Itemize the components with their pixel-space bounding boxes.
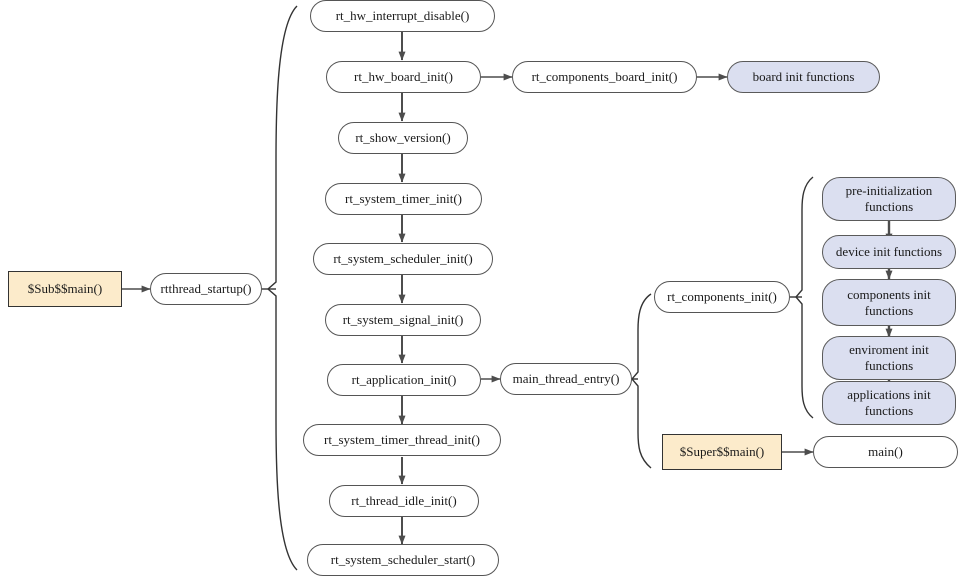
- node-rt-components-board-init[interactable]: rt_components_board_init(): [512, 61, 697, 93]
- node-rt-system-signal-init[interactable]: rt_system_signal_init(): [325, 304, 481, 336]
- node-rt-hw-board-init[interactable]: rt_hw_board_init(): [326, 61, 481, 93]
- node-stage-device-init-functions[interactable]: device init functions: [822, 235, 956, 269]
- brace-components-init: [795, 176, 814, 419]
- node-rt-hw-interrupt-disable[interactable]: rt_hw_interrupt_disable(): [310, 0, 495, 32]
- node-rt-system-timer-init[interactable]: rt_system_timer_init(): [325, 183, 482, 215]
- node-main[interactable]: main(): [813, 436, 958, 468]
- node-board-init-functions[interactable]: board init functions: [727, 61, 880, 93]
- node-rt-system-scheduler-start[interactable]: rt_system_scheduler_start(): [307, 544, 499, 576]
- node-stage-pre-initialization-functions[interactable]: pre-initialization functions: [822, 177, 956, 221]
- node-rt-application-init[interactable]: rt_application_init(): [327, 364, 481, 396]
- brace-main-thread-entry: [631, 293, 652, 469]
- node-stage-applications-init-functions[interactable]: applications init functions: [822, 381, 956, 425]
- node-rt-thread-idle-init[interactable]: rt_thread_idle_init(): [329, 485, 479, 517]
- node-super-main[interactable]: $Super$$main(): [662, 434, 782, 470]
- brace-startup-sequence: [266, 5, 298, 571]
- node-stage-enviroment-init-functions[interactable]: enviroment init functions: [822, 336, 956, 380]
- node-rt-show-version[interactable]: rt_show_version(): [338, 122, 468, 154]
- node-sub-main[interactable]: $Sub$$main(): [8, 271, 122, 307]
- node-stage-components-init-functions[interactable]: components init functions: [822, 279, 956, 326]
- node-rtthread-startup[interactable]: rtthread_startup(): [150, 273, 262, 305]
- node-rt-components-init[interactable]: rt_components_init(): [654, 281, 790, 313]
- node-rt-system-scheduler-init[interactable]: rt_system_scheduler_init(): [313, 243, 493, 275]
- node-rt-system-timer-thread-init[interactable]: rt_system_timer_thread_init(): [303, 424, 501, 456]
- node-main-thread-entry[interactable]: main_thread_entry(): [500, 363, 632, 395]
